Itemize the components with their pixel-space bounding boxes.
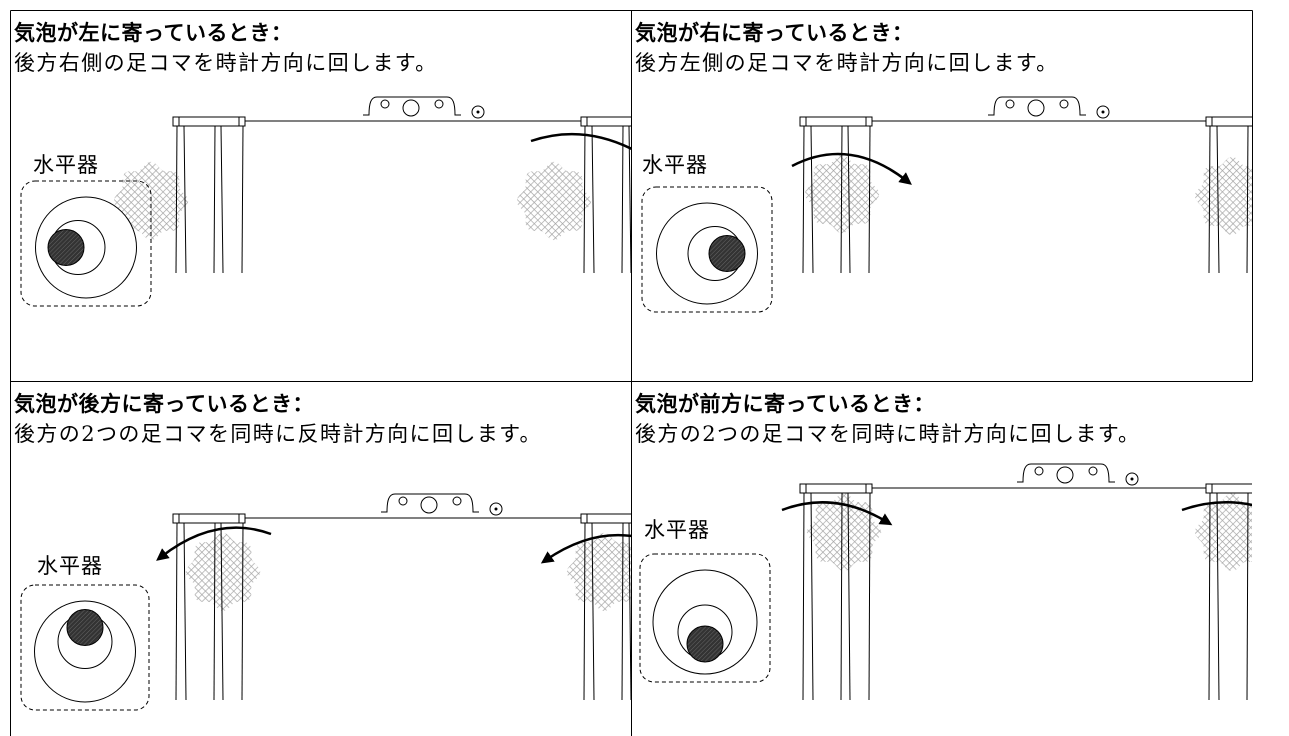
bracket-hole: [380, 99, 390, 109]
bracket-hole: [420, 496, 438, 514]
leg-rod: [1208, 125, 1211, 274]
foot-pad: [1194, 156, 1252, 236]
panel-bubble-right: 気泡が右に寄っているとき： 後方左側の足コマを時計方向に回します。 水平器: [632, 11, 1252, 381]
leg-rod: [840, 492, 843, 701]
bracket-hole: [452, 496, 462, 506]
stand-assembly: [20, 493, 631, 711]
level-frame: [639, 553, 771, 683]
leg-rod: [1208, 492, 1211, 701]
leg-rod: [868, 125, 871, 274]
bracket-hole: [1005, 99, 1015, 109]
foot-cap: [1205, 116, 1252, 127]
leg-rod: [1246, 125, 1249, 274]
panel-description: 後方の2つの足コマを同時に時計方向に回します。: [635, 422, 1141, 446]
leveling-drawing: [20, 493, 631, 711]
leg-rod: [213, 522, 216, 701]
leveling-drawing: [639, 463, 1252, 701]
bracket-hole: [398, 496, 408, 506]
bracket-hole: [1059, 99, 1069, 109]
level-frame: [20, 584, 150, 711]
panel-description: 後方左側の足コマを時計方向に回します。: [635, 51, 1059, 75]
level-frame: [641, 186, 773, 313]
panel-bubble-left: 気泡が左に寄っているとき： 後方右側の足コマを時計方向に回します。 水平器: [11, 11, 631, 381]
leveling-drawing: [641, 96, 1252, 313]
leveling-drawing: [20, 96, 631, 307]
foot-cap: [580, 116, 631, 127]
leg-rod: [621, 125, 624, 274]
panel-title: 気泡が後方に寄っているとき：: [14, 392, 314, 416]
panel-description: 後方の2つの足コマを同時に反時計方向に回します。: [14, 422, 542, 446]
leg-rod: [840, 125, 843, 274]
foot-pad: [185, 532, 261, 612]
rotation-arrow: [781, 501, 893, 526]
leg-rod: [628, 125, 631, 274]
leg-rod: [220, 125, 224, 274]
foot-cap: [1205, 483, 1252, 494]
leg-rod: [583, 522, 586, 701]
foot-cap: [799, 483, 873, 494]
foot-cap: [580, 513, 631, 524]
panel-title: 気泡が左に寄っているとき：: [14, 21, 293, 45]
stand-assembly: [639, 463, 1252, 701]
leg-rod: [241, 125, 244, 274]
level-bubble: [708, 235, 746, 272]
leg-rod: [1216, 125, 1220, 274]
leg-rod: [847, 492, 851, 701]
leg-rod: [1216, 492, 1220, 701]
panel-description: 後方右側の足コマを時計方向に回します。: [14, 51, 438, 75]
foot-cap: [172, 116, 246, 127]
leg-rod: [810, 492, 814, 701]
stand-assembly: [20, 96, 631, 307]
leg-rod: [241, 522, 244, 701]
leg-rod: [802, 125, 805, 274]
stand-assembly: [641, 96, 1252, 313]
foot-pad: [806, 492, 882, 572]
rotation-arrow: [540, 533, 631, 564]
leg-rod: [591, 125, 595, 274]
bracket-hole: [1027, 99, 1045, 117]
level-label: 水平器: [37, 554, 103, 578]
leg-rod: [628, 522, 631, 701]
level-frame: [20, 180, 152, 307]
leg-rod: [213, 125, 216, 274]
level-bubble: [47, 229, 85, 266]
foot-pad: [566, 532, 631, 612]
panel-title: 気泡が右に寄っているとき：: [635, 21, 914, 45]
level-label: 水平器: [33, 153, 99, 177]
leg-rod: [1246, 492, 1249, 701]
bracket-hole: [402, 99, 420, 117]
foot-cap: [172, 513, 246, 524]
bracket-hole: [434, 99, 444, 109]
level-bubble: [686, 625, 724, 663]
level-label: 水平器: [644, 518, 710, 542]
panel-bubble-front: 気泡が前方に寄っているとき： 後方の2つの足コマを同時に時計方向に回します。 水…: [632, 382, 1252, 736]
leg-rod: [621, 522, 624, 701]
foot-pad: [516, 161, 592, 241]
leg-rod: [175, 522, 178, 701]
bracket-hole: [1034, 466, 1044, 476]
rotation-arrow: [530, 132, 631, 151]
bracket-hole: [1088, 466, 1098, 476]
leg-rod: [183, 125, 187, 274]
panel-bubble-rear: 気泡が後方に寄っているとき： 後方の2つの足コマを同時に反時計方向に回します。 …: [11, 382, 631, 736]
rotation-arrow: [1181, 501, 1252, 512]
leg-rod: [183, 522, 187, 701]
leg-rod: [868, 492, 871, 701]
level-label: 水平器: [642, 153, 708, 177]
leg-rod: [583, 125, 586, 274]
panel-title: 気泡が前方に寄っているとき：: [635, 392, 935, 416]
leg-rod: [175, 125, 178, 274]
foot-cap: [799, 116, 873, 127]
foot-pad: [1194, 492, 1252, 572]
leg-rod: [810, 125, 814, 274]
rotation-arrow: [791, 152, 912, 185]
leg-rod: [220, 522, 224, 701]
bracket-hole: [1056, 466, 1074, 484]
level-bubble: [66, 609, 104, 646]
leg-rod: [591, 522, 595, 701]
rotation-arrow: [156, 526, 272, 561]
leg-rod: [847, 125, 851, 274]
leg-rod: [802, 492, 805, 701]
